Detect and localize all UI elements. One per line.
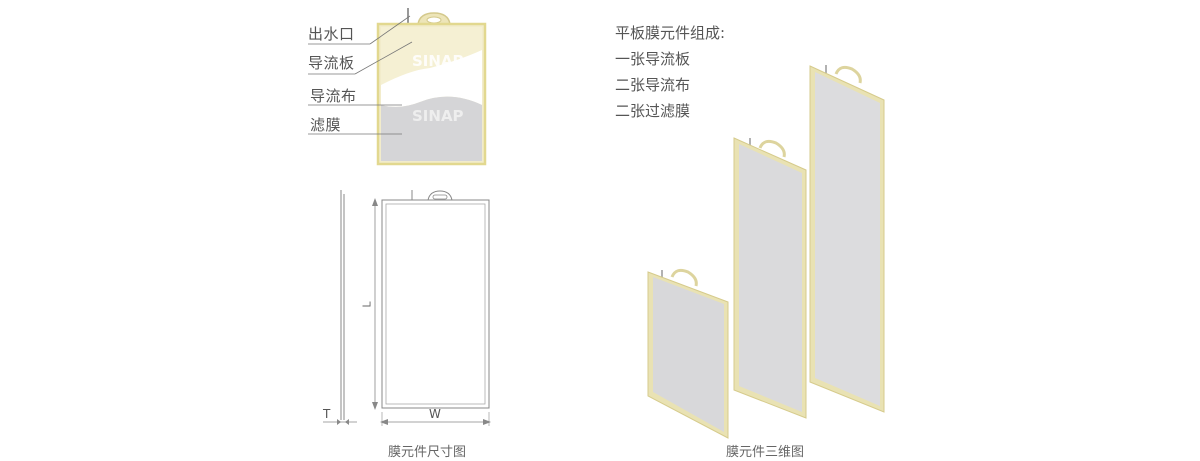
dim-width-label: W	[429, 407, 441, 421]
membrane-area	[381, 96, 482, 161]
dimension-diagram: L W T	[315, 180, 505, 430]
layer-diagram-graphic: SINAP SINAP	[308, 8, 487, 166]
dimension-drawing	[323, 190, 491, 426]
dimension-caption: 膜元件尺寸图	[388, 445, 467, 460]
view-3d-graphic	[647, 65, 885, 439]
composition-block: 平板膜元件组成: 一张导流板 二张导流布 二张过滤膜	[615, 20, 725, 124]
composition-title: 平板膜元件组成:	[615, 24, 726, 42]
flow-cloth-area	[381, 50, 482, 107]
panel-small	[647, 268, 729, 439]
label-flow-cloth: 导流布	[310, 87, 357, 105]
dim-length-label: L	[360, 301, 374, 308]
composition-item: 二张导流布	[615, 76, 691, 94]
layer-diagram: SINAP SINAP 出水口 导流板 导流布 滤膜	[300, 0, 500, 175]
watermark-top: SINAP	[412, 52, 464, 70]
label-outlet: 出水口	[308, 25, 355, 43]
panel-tall	[809, 65, 885, 413]
view-3d-caption: 膜元件三维图	[726, 445, 805, 460]
composition-item: 二张过滤膜	[615, 102, 691, 120]
panel-medium	[733, 137, 807, 419]
hanger-hole	[426, 16, 442, 24]
label-membrane: 滤膜	[310, 116, 342, 134]
composition-item: 一张导流板	[615, 50, 691, 68]
label-flow-plate: 导流板	[308, 54, 355, 72]
watermark-bottom: SINAP	[412, 107, 464, 125]
dim-thickness-label: T	[323, 407, 331, 421]
view-3d	[640, 60, 900, 440]
